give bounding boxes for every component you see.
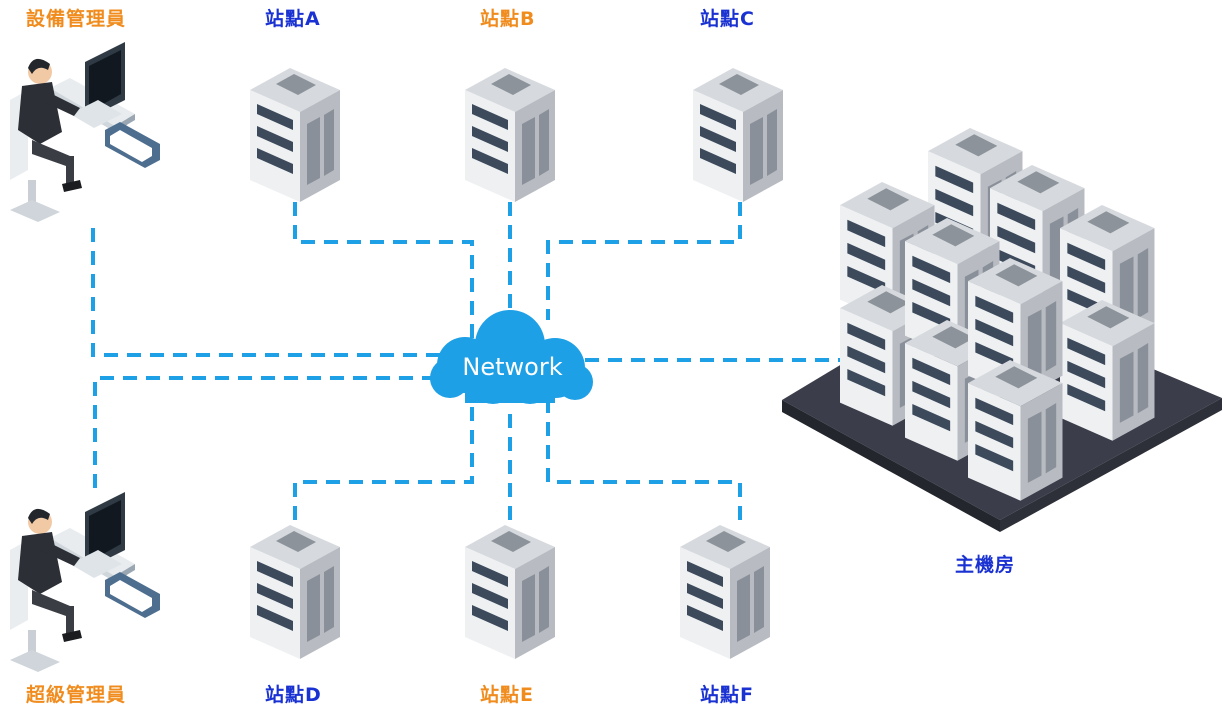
server-icon-site-e [465, 525, 555, 659]
link-super-admin [93, 376, 440, 488]
site-c-label: 站點C [700, 8, 755, 30]
server-icon-site-c [693, 68, 783, 202]
site-a-label: 站點A [265, 8, 321, 30]
link-site-c [546, 202, 742, 320]
network-links [91, 202, 840, 520]
site-b-label: 站點B [480, 8, 536, 30]
link-equipment-admin [91, 228, 440, 357]
main-server-room-icon [782, 128, 1222, 532]
link-site-f [546, 395, 742, 520]
site-f-label: 站點F [700, 684, 754, 706]
link-site-a [293, 202, 474, 340]
site-e-label: 站點E [480, 684, 534, 706]
server-icon-site-f [680, 525, 770, 659]
equipment-admin-label: 設備管理員 [26, 8, 127, 30]
super-admin-label: 超級管理員 [26, 684, 127, 706]
server-icon-site-d [250, 525, 340, 659]
server-icon-site-b [465, 68, 555, 202]
workstation-icon-equipment-admin [10, 42, 160, 222]
network-cloud-icon [430, 310, 593, 404]
workstation-icon-super-admin [10, 492, 160, 672]
network-label: Network [462, 353, 563, 381]
site-d-label: 站點D [265, 684, 322, 706]
link-site-d [293, 392, 474, 520]
main-room-label: 主機房 [955, 554, 1016, 576]
server-icon-site-a [250, 68, 340, 202]
